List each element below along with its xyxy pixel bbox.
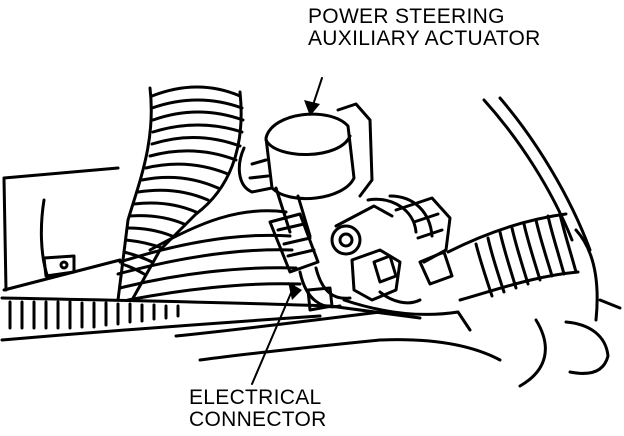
- actuator-callout: POWER STEERING AUXILIARY ACTUATOR: [308, 6, 541, 50]
- lower-rail: [0, 296, 422, 342]
- actuator-callout-line-1: POWER STEERING: [308, 5, 505, 28]
- connector-leader-arrowhead: [288, 282, 302, 300]
- electrical-connector: [268, 212, 352, 312]
- connector-callout-line-1: ELECTRICAL: [189, 386, 322, 409]
- right-hose: [446, 212, 580, 302]
- connector-callout-line-2: CONNECTOR: [189, 408, 327, 431]
- right-bracket: [342, 196, 472, 332]
- bottom-sweep: [174, 310, 502, 362]
- power-steering-auxiliary-actuator: [237, 102, 434, 256]
- connector-callout: ELECTRICAL CONNECTOR: [189, 387, 327, 431]
- strut-tower: [482, 96, 622, 388]
- actuator-leader-arrowhead: [304, 100, 320, 116]
- left-body-panel: [2, 166, 122, 292]
- wiring-harness: [116, 209, 302, 302]
- corrugated-hose: [116, 85, 245, 302]
- connector-leader-line: [251, 285, 295, 385]
- callout-leaders: [251, 77, 323, 385]
- actuator-callout-line-2: AUXILIARY ACTUATOR: [308, 27, 541, 50]
